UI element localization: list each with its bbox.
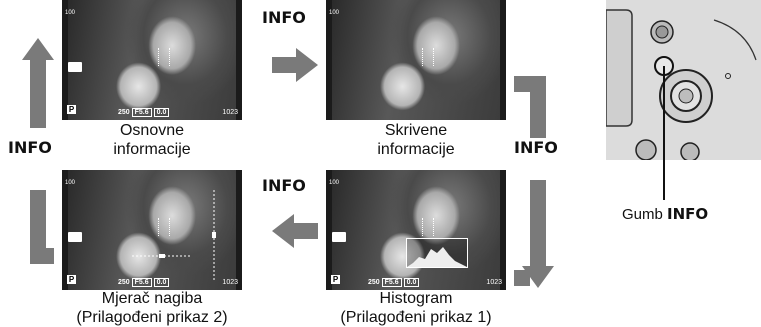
af-target [422,218,434,236]
info-label-right: INFO [514,138,558,157]
aperture-value: F5.6 [131,108,152,117]
arrow-down-bracket-icon [514,76,554,288]
af-target [422,48,434,66]
callout-prefix: Gumb [622,206,663,223]
exposure-readout: 250 F5.6 0.0 [368,278,420,287]
exposure-readout: 250 F5.6 0.0 [118,108,170,117]
preview-photo [68,170,236,290]
screen-hidden-info: 100 [326,0,506,120]
drive-icon [332,232,346,242]
caption-line2: (Prilagođeni prikaz 1) [340,309,492,326]
af-target [158,218,170,236]
iso-readout: 100 [329,180,340,186]
aperture-value: F5.6 [381,278,402,287]
shutter-value: 250 [118,279,130,286]
shot-count: 1023 [222,109,238,116]
screen-basic-info: 100 P 250 F5.6 0.0 1023 [62,0,242,120]
iso-readout: 100 [65,180,76,186]
caption-line2: informacije [377,141,455,158]
histogram-curve [407,247,467,267]
ev-value: 0.0 [153,108,170,117]
camera-body-illustration [606,0,761,160]
mode-p: P [331,275,340,284]
caption-line2: informacije [113,141,191,158]
arrow-left-icon [272,214,318,248]
mode-p: P [67,105,76,114]
callout-button-name: INFO [667,205,709,223]
caption-histogram: Histogram (Prilagođeni prikaz 1) [306,289,526,327]
drive-icon [68,232,82,242]
info-label-left: INFO [8,138,52,157]
info-label-top: INFO [262,8,306,27]
callout-line [663,160,665,200]
mode-p: P [67,275,76,284]
vertical-level-gauge [212,190,216,280]
caption-line1: Histogram [379,290,453,307]
ev-value: 0.0 [153,278,170,287]
shot-count: 1023 [222,279,238,286]
caption-line1: Skrivene [384,122,448,139]
histogram-graph [406,238,468,268]
preview-photo [68,0,236,120]
caption-line2: (Prilagođeni prikaz 2) [76,309,228,326]
screen-histogram: 100 P 250 F5.6 0.0 1023 [326,170,506,290]
aperture-value: F5.6 [131,278,152,287]
shutter-value: 250 [118,109,130,116]
caption-line1: Mjerač nagiba [101,290,203,307]
drive-icon [68,62,82,72]
shutter-value: 250 [368,279,380,286]
camera-rear-detail [606,0,761,160]
info-button-callout: Gumb INFO [622,205,708,223]
caption-level-gauge: Mjerač nagiba (Prilagođeni prikaz 2) [42,289,262,327]
caption-basic-info: Osnovne informacije [62,121,242,159]
info-label-bottom: INFO [262,176,306,195]
ev-value: 0.0 [403,278,420,287]
horizontal-level-gauge [132,254,192,258]
iso-readout: 100 [65,10,76,16]
arrow-right-icon [272,48,318,82]
screen-level-gauge: 100 P 250 F5.6 0.0 1023 [62,170,242,290]
af-target [158,48,170,66]
preview-photo [332,170,500,290]
arrow-up-bracket-icon [14,38,54,298]
preview-photo [332,0,500,120]
caption-line1: Osnovne [119,122,185,139]
caption-hidden-info: Skrivene informacije [326,121,506,159]
exposure-readout: 250 F5.6 0.0 [118,278,170,287]
iso-readout: 100 [329,10,340,16]
shot-count: 1023 [486,279,502,286]
